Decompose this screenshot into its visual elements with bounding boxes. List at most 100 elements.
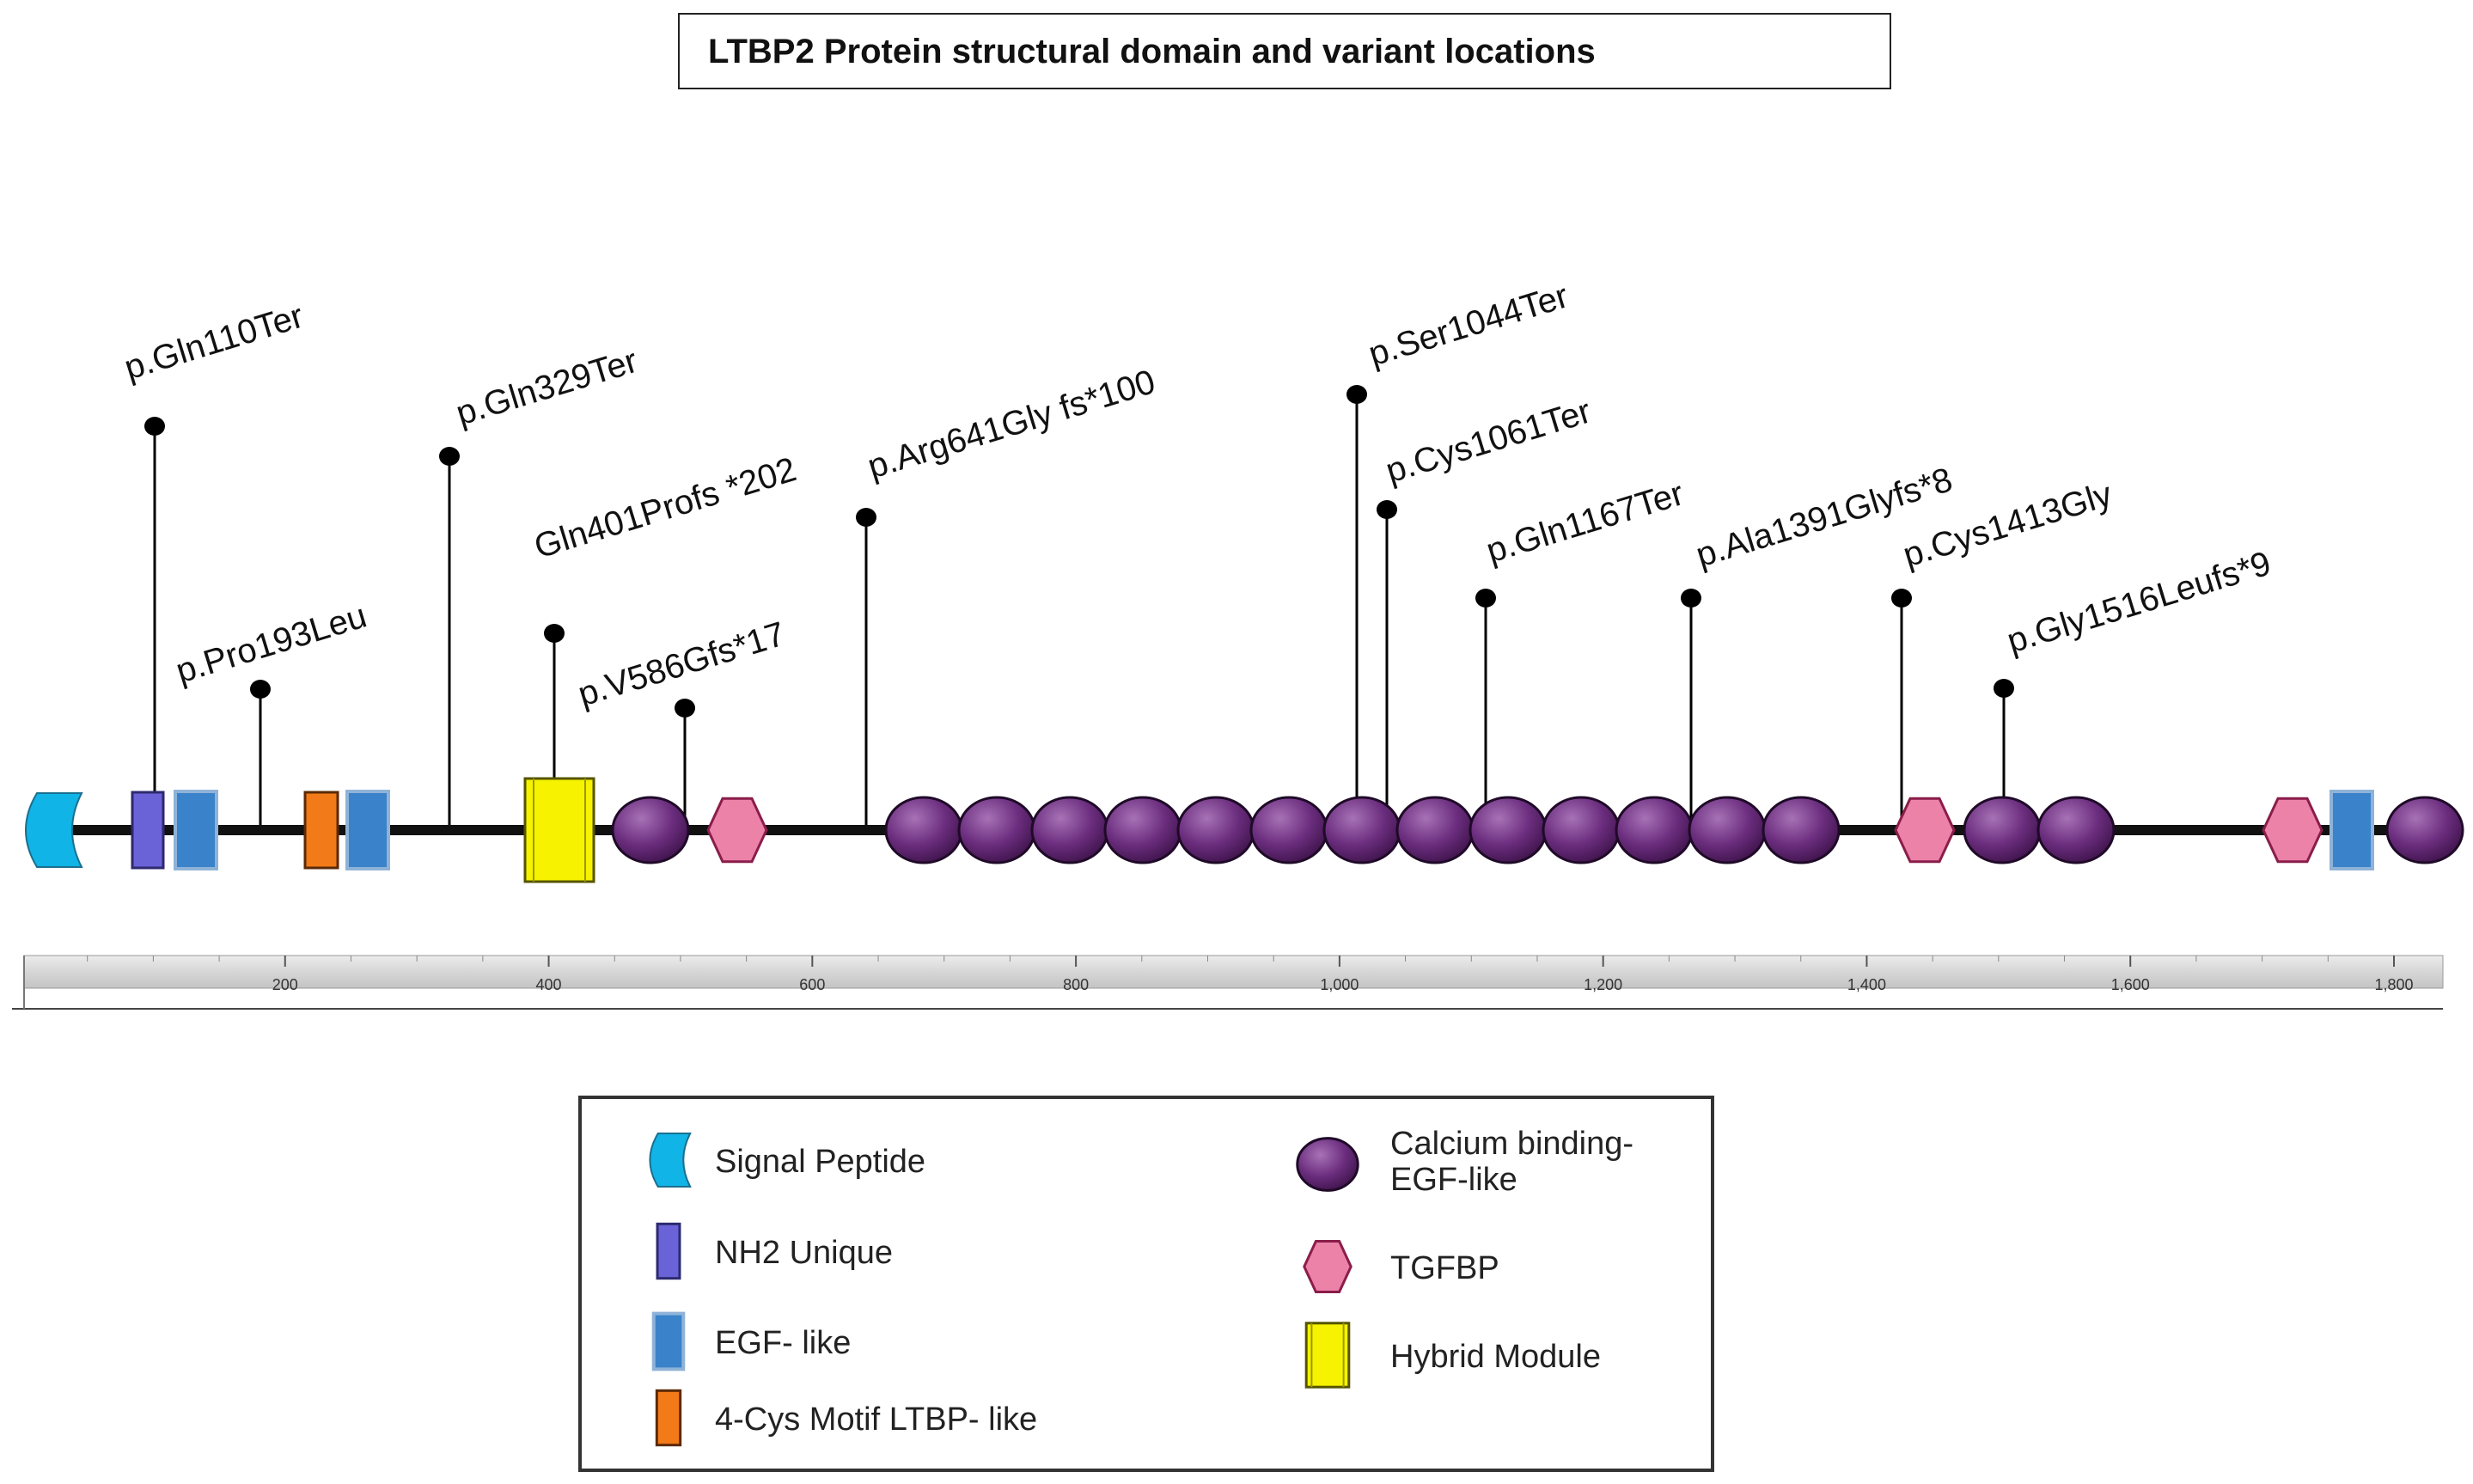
domain-tgfbp: [706, 797, 768, 864]
domains-layer: [25, 777, 2464, 883]
domain-egf-like: [2330, 790, 2374, 870]
legend-label-line2: EGF-like: [1390, 1162, 1517, 1198]
legend-item-nh2-unique: NH2 Unique: [656, 1222, 893, 1280]
calcium-egf-shape: [1615, 796, 1694, 864]
variant-head: [544, 624, 565, 643]
hybrid-module-shape: [523, 777, 595, 883]
calcium-egf-shape: [1249, 796, 1328, 864]
variant-label: p.Ser1044Ter: [1365, 277, 1573, 373]
ruler-tick-label: 1,400: [1847, 976, 1886, 993]
ruler-tick-label: 1,600: [2111, 976, 2150, 993]
domain-calcium-egf: [1762, 796, 1841, 864]
domain-egf-like: [345, 790, 390, 870]
domain-egf-like: [174, 790, 218, 870]
variant-head: [439, 447, 460, 466]
calcium-egf-shape: [884, 796, 963, 864]
tgfbp-shape: [1894, 797, 1956, 864]
legend-label: TGFBP: [1390, 1250, 1499, 1286]
tgfbp-shape: [706, 797, 768, 864]
nh2-unique-shape: [656, 1222, 681, 1280]
domain-calcium-egf: [1542, 796, 1621, 864]
title-box: [678, 13, 1891, 89]
calcium-egf-shape: [1963, 796, 2042, 864]
egf-like-shape: [345, 790, 390, 870]
domain-calcium-egf: [1469, 796, 1548, 864]
variant-label: Gln401Profs *202: [530, 450, 801, 565]
domain-tgfbp: [1894, 797, 1956, 864]
domain-calcium-egf: [1963, 796, 2042, 864]
ruler-tick-label: 1,000: [1320, 976, 1359, 993]
egf-like-shape: [651, 1311, 686, 1371]
legend-label: NH2 Unique: [715, 1235, 893, 1271]
domain-hybrid: [523, 777, 595, 883]
variant-label: p.Arg641Gly fs*100: [864, 363, 1160, 486]
calcium-egf-shape: [1542, 796, 1621, 864]
legend-label: Calcium binding-: [1390, 1126, 1633, 1162]
variant-label: p.Gly1516Leufs*9: [2003, 545, 2275, 661]
legend-item-four-cys: 4-Cys Motif LTBP- like: [655, 1389, 1037, 1447]
variant-label: p.Cys1061Ter: [1382, 392, 1596, 490]
calcium-egf-shape: [1103, 796, 1182, 864]
ruler-tick-label: 800: [1063, 976, 1089, 993]
domain-calcium-egf: [2036, 796, 2116, 864]
tgfbp-shape: [2262, 797, 2323, 864]
calcium-egf-shape: [611, 796, 690, 864]
variant-label: p.Gln110Ter: [120, 297, 308, 388]
legend-item-hybrid: Hybrid Module: [1304, 1322, 1601, 1389]
legend-label: 4-Cys Motif LTBP- like: [715, 1402, 1037, 1438]
legend-label: Hybrid Module: [1390, 1339, 1601, 1375]
tgfbp-shape: [1303, 1240, 1353, 1293]
variants-layer: p.Gln110Terp.Pro193Leup.Gln329TerGln401P…: [120, 277, 2275, 830]
calcium-egf-shape: [1395, 796, 1475, 864]
calcium-egf-shape: [1762, 796, 1841, 864]
legend-item-tgfbp: TGFBP: [1303, 1240, 1499, 1293]
domain-calcium-egf: [2385, 796, 2464, 864]
calcium-egf-shape: [1030, 796, 1109, 864]
ruler-tick-label: 1,200: [1584, 976, 1622, 993]
variant-label: p.V586Gfs*17: [574, 615, 790, 714]
variant-marker: p.V586Gfs*17: [574, 615, 790, 830]
egf-like-shape: [174, 790, 218, 870]
variant-head: [1377, 500, 1397, 519]
variant-marker: p.Gln1167Ter: [1475, 474, 1688, 830]
diagram-title: LTBP2 Protein structural domain and vari…: [708, 33, 1596, 70]
domain-tgfbp: [2262, 797, 2323, 864]
legend-item-calcium-egf: Calcium binding-EGF-like: [1296, 1126, 1633, 1198]
variant-marker: p.Gly1516Leufs*9: [1994, 545, 2275, 830]
variant-head: [1346, 385, 1367, 404]
legend-item-egf-like: EGF- like: [651, 1311, 851, 1371]
hybrid-module-shape: [1304, 1322, 1351, 1389]
ruler-tick-label: 200: [272, 976, 298, 993]
signal-peptide-shape: [25, 792, 83, 868]
calcium-egf-shape: [2036, 796, 2116, 864]
domain-calcium-egf: [957, 796, 1036, 864]
legend-item-signal-peptide: Signal Peptide: [649, 1133, 925, 1188]
legend-label: EGF- like: [715, 1325, 851, 1361]
variant-head: [1475, 589, 1496, 608]
variant-marker: p.Gln110Ter: [120, 297, 308, 830]
signal-peptide-shape: [649, 1133, 692, 1188]
calcium-egf-shape: [2385, 796, 2464, 864]
domain-nh2-unique: [131, 791, 165, 870]
variant-marker: p.Gln329Ter: [439, 342, 642, 830]
domain-calcium-egf: [611, 796, 690, 864]
domain-calcium-egf: [1030, 796, 1109, 864]
domain-calcium-egf: [1176, 796, 1255, 864]
four-cys-shape: [303, 791, 339, 870]
domain-calcium-egf: [884, 796, 963, 864]
variant-head: [144, 417, 165, 436]
calcium-egf-shape: [957, 796, 1036, 864]
ruler-tick-label: 1,800: [2374, 976, 2413, 993]
ruler-tick-label: 400: [536, 976, 562, 993]
variant-head: [1681, 589, 1701, 608]
variant-label: p.Gln1167Ter: [1482, 474, 1688, 570]
variant-head: [250, 680, 271, 699]
legend-box: [578, 1096, 1714, 1472]
variant-label: p.Gln329Ter: [452, 342, 642, 433]
variant-marker: p.Ala1391Glyfs*8: [1681, 461, 1957, 830]
legend-label: Signal Peptide: [715, 1144, 925, 1180]
